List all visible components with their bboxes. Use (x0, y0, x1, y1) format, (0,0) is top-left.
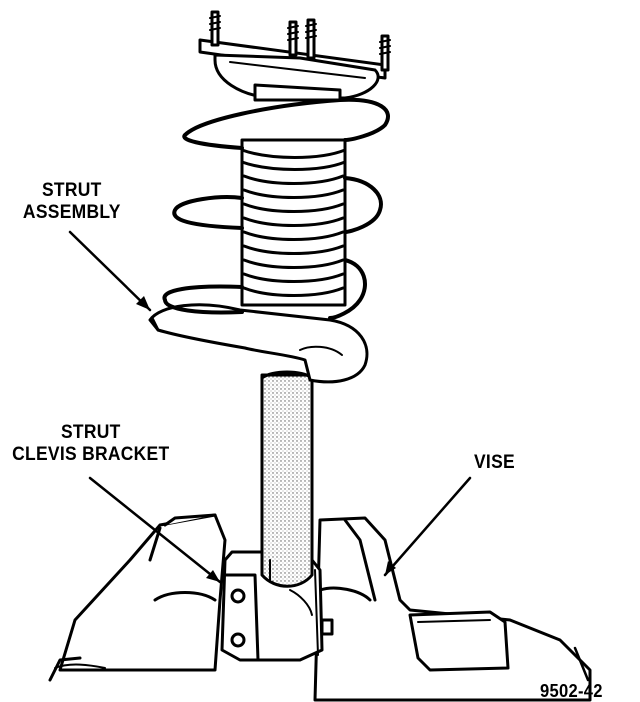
arrowhead-vise (385, 561, 396, 575)
leader-vise (383, 476, 472, 577)
arrowhead-clevis-bracket (206, 570, 220, 582)
label-clevis-line1: STRUT (60, 422, 121, 443)
dust-boot (240, 138, 347, 307)
leader-arrowheads (136, 296, 396, 582)
label-strut-assembly: STRUT ASSEMBLY (12, 180, 132, 224)
leader-lines (68, 230, 590, 682)
figure-id: 9502-42 (540, 681, 603, 701)
leader-figure-id (573, 646, 590, 682)
lower-spring-seat (148, 303, 369, 384)
arrowhead-strut-assembly (136, 296, 150, 310)
leader-clevis-bracket (88, 476, 222, 584)
strut-body (260, 370, 314, 592)
upper-strut-mount (198, 10, 391, 102)
leader-strut-assembly (68, 230, 152, 312)
label-clevis-line2: CLEVIS BRACKET (12, 444, 170, 465)
label-strut-assembly-line2: ASSEMBLY (22, 202, 121, 223)
label-vise: VISE (474, 452, 515, 473)
label-strut-assembly-line1: STRUT (41, 180, 102, 201)
strut-clevis-bracket (220, 550, 334, 662)
label-strut-clevis-bracket: STRUT CLEVIS BRACKET (8, 422, 174, 466)
coil-spring (162, 97, 390, 320)
